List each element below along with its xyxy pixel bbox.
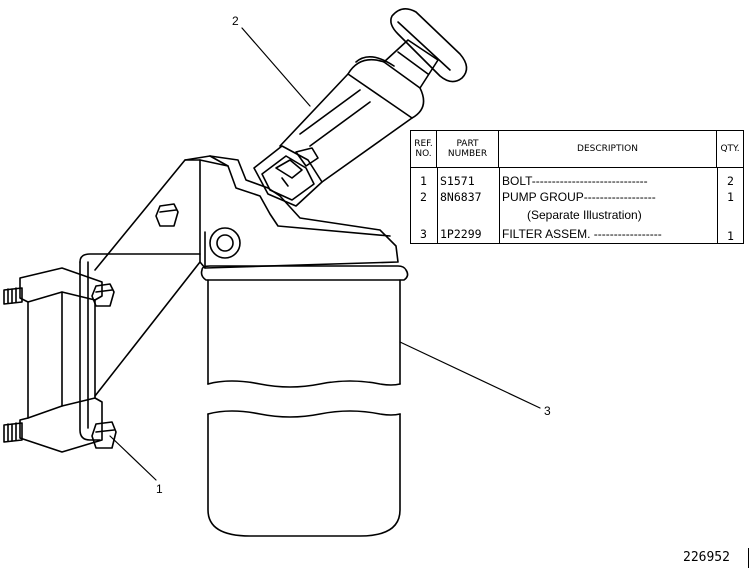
leader-lines <box>109 27 541 481</box>
row-1-qty: 2 <box>727 174 734 188</box>
bolt-upper <box>155 203 179 227</box>
priming-pump <box>253 8 468 207</box>
callout-3: 3 <box>544 404 551 418</box>
page-edge-mark <box>748 548 749 568</box>
row-3-description: FILTER ASSEM. ----------------- <box>502 227 662 241</box>
row-2-qty: 1 <box>727 190 734 204</box>
header-description: DESCRIPTION <box>499 131 717 167</box>
row-2-part: 8N6837 <box>440 190 482 204</box>
row-2-description: PUMP GROUP------------------ <box>502 190 656 204</box>
parts-table: REF. NO. PART NUMBER DESCRIPTION QTY. 1 … <box>410 130 744 244</box>
filter-canister <box>200 265 409 537</box>
row-2-ref: 2 <box>420 190 427 204</box>
row-2-note: (Separate Illustration) <box>527 208 642 222</box>
row-3-qty: 1 <box>727 229 734 243</box>
callout-2: 2 <box>232 14 239 28</box>
mounting-bracket <box>3 159 201 453</box>
row-3-ref: 3 <box>420 227 427 241</box>
header-ref-no: REF. NO. <box>411 131 437 167</box>
row-1-description: BOLT----------------------------- <box>502 174 648 188</box>
row-3-part: 1P2299 <box>440 227 482 241</box>
row-1-part: S1571 <box>440 174 475 188</box>
column-divider <box>437 167 438 243</box>
header-qty: QTY. <box>720 144 740 154</box>
filter-head <box>184 155 399 269</box>
bolt-middle <box>91 283 115 307</box>
bolt-lower <box>91 421 117 449</box>
drawing-number: 226952 <box>683 550 730 565</box>
row-1-ref: 1 <box>420 174 427 188</box>
header-divider <box>411 167 743 168</box>
column-divider <box>499 167 500 243</box>
column-divider <box>717 167 718 243</box>
header-part-number: PART NUMBER <box>437 131 499 167</box>
callout-1: 1 <box>156 482 163 496</box>
